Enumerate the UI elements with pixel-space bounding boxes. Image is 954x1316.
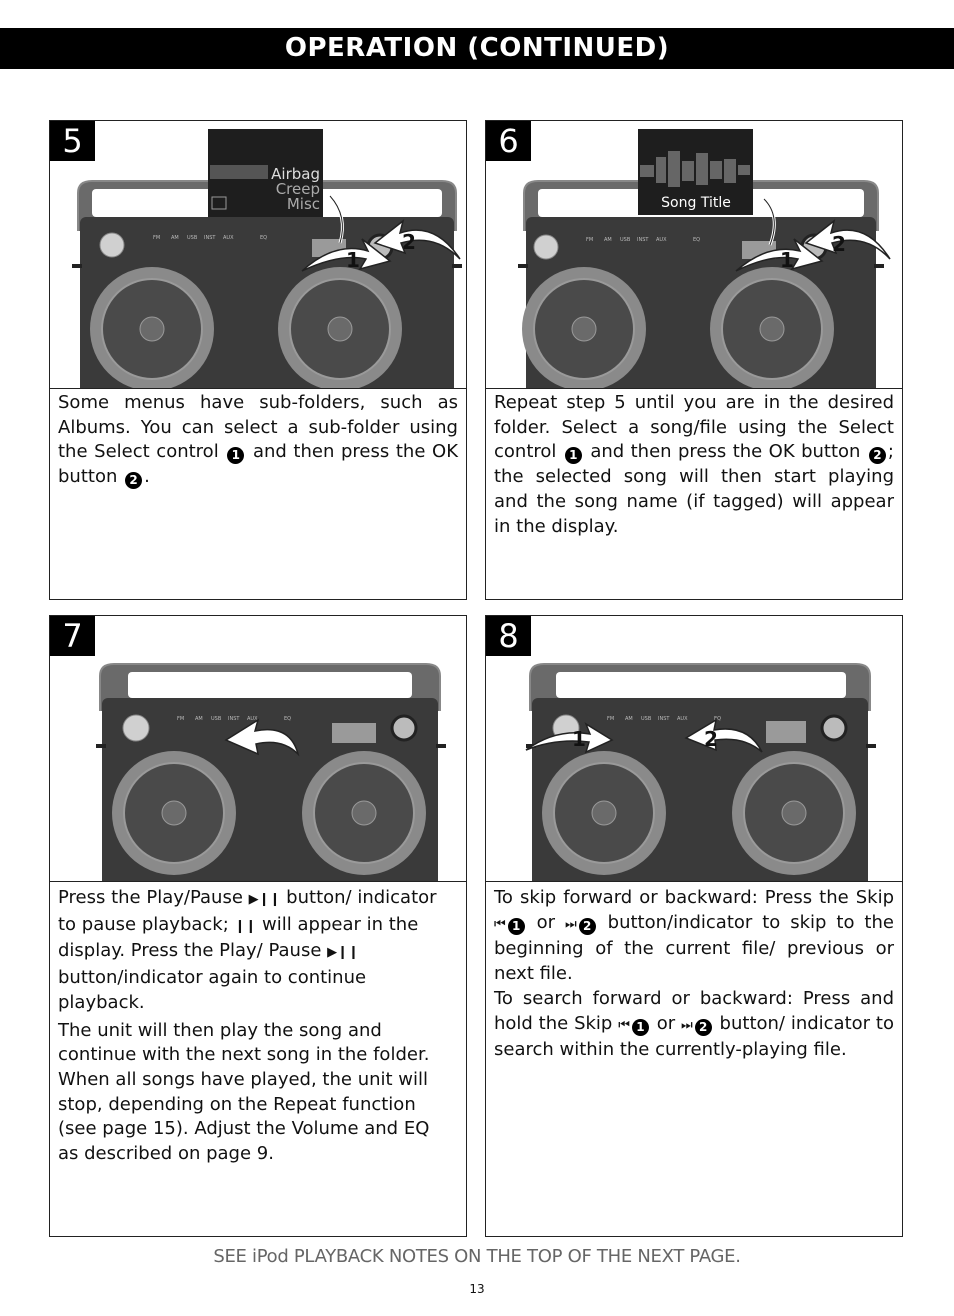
circled-number-1: 1: [227, 447, 245, 465]
callout-number: 1: [780, 248, 794, 272]
skip-back-icon: ⏮: [494, 916, 506, 932]
step-8-illustration: 8 FM AM USB INST AUX EQ: [486, 616, 902, 882]
step-number: 8: [486, 616, 531, 656]
device-label: INST: [228, 716, 240, 722]
step-5-text: Some menus have sub-folders, such as Alb…: [58, 392, 458, 490]
pause-icon: ❙❙: [234, 918, 257, 934]
skip-forward-icon: ⏭: [565, 916, 577, 932]
arrow-icon: [525, 722, 614, 754]
skip-back-icon: ⏮: [618, 1017, 630, 1033]
device-label: EQ: [284, 716, 291, 722]
step-number: 6: [486, 121, 531, 161]
step-7-text: Press the Play/Pause ▶❙❙ button/ indicat…: [58, 887, 437, 1165]
step-5-panel: 5 FM AM USB INST AUX EQ: [49, 120, 467, 600]
device-label: INST: [204, 235, 216, 241]
page-title: OPERATION (CONTINUED): [284, 33, 670, 63]
device-label: FM: [177, 716, 184, 722]
arrow-icon: [373, 219, 461, 260]
callout-number: 2: [704, 727, 718, 751]
device-label: EQ: [714, 716, 721, 722]
play-pause-icon: ▶❙❙: [248, 892, 281, 907]
device-label: FM: [586, 237, 593, 243]
device-label: AM: [195, 716, 203, 722]
arrow-icon: [301, 238, 392, 272]
arrow-icon: [224, 718, 300, 757]
display-folder-item: Creep: [276, 180, 320, 198]
callout-number: 1: [572, 727, 586, 751]
display-folder-item: Misc: [287, 195, 320, 213]
device-label: INST: [658, 716, 670, 722]
device-label: USB: [641, 716, 652, 722]
boombox-illustration: FM AM USB INST AUX EQ: [96, 663, 446, 881]
circled-number-2: 2: [578, 917, 596, 935]
circled-number-2: 2: [868, 447, 886, 465]
device-label: USB: [187, 235, 198, 241]
circled-number-1: 1: [507, 917, 525, 935]
section-header: OPERATION (CONTINUED): [0, 28, 954, 69]
step-8-text: To skip forward or backward: Press the S…: [494, 887, 894, 1061]
boombox-illustration: FM AM USB INST AUX EQ Song Title: [518, 129, 891, 388]
step-6-panel: 6 FM AM USB INST AUX EQ: [485, 120, 903, 600]
circled-number-2: 2: [125, 472, 143, 490]
device-label: EQ: [260, 235, 267, 241]
step-7-panel: 7 FM AM USB INST AUX EQ: [49, 615, 467, 1237]
arrow-icon: [735, 238, 824, 272]
step-6-illustration: 6 FM AM USB INST AUX EQ: [486, 121, 902, 389]
step-number: 7: [50, 616, 95, 656]
display-song-title: Song Title: [661, 195, 731, 211]
boombox-illustration: FM AM USB INST AUX EQ Airbag Creep: [72, 129, 462, 388]
boombox-illustration: FM AM USB INST AUX EQ 1 2: [525, 663, 876, 881]
skip-forward-icon: ⏭: [681, 1017, 693, 1033]
device-label: FM: [607, 716, 614, 722]
ipod-playback-note: SEE iPod PLAYBACK NOTES ON THE TOP OF TH…: [213, 1246, 741, 1267]
step-7-illustration: 7 FM AM USB INST AUX EQ: [50, 616, 466, 882]
device-label: AM: [171, 235, 179, 241]
arrow-icon: [804, 219, 891, 260]
step-number: 5: [50, 121, 95, 161]
device-label: EQ: [693, 237, 700, 243]
device-label: AUX: [677, 716, 688, 722]
device-label: AUX: [247, 716, 258, 722]
device-label: AM: [625, 716, 633, 722]
device-label: FM: [153, 235, 160, 241]
device-label: USB: [620, 237, 631, 243]
play-pause-icon: ▶❙❙: [327, 945, 359, 961]
arrow-icon: [684, 718, 763, 753]
device-label: USB: [211, 716, 222, 722]
display-folder-item: Airbag: [271, 165, 320, 183]
step-5-illustration: 5 FM AM USB INST AUX EQ: [50, 121, 466, 389]
page-number: 13: [469, 1282, 485, 1296]
callout-number: 1: [346, 248, 360, 272]
callout-number: 2: [402, 230, 416, 254]
step-6-text: Repeat step 5 until you are in the desir…: [494, 392, 894, 537]
circled-number-1: 1: [564, 447, 582, 465]
device-label: AUX: [656, 237, 667, 243]
step-8-panel: 8 FM AM USB INST AUX EQ: [485, 615, 903, 1237]
circled-number-1: 1: [631, 1018, 649, 1036]
device-label: AUX: [223, 235, 234, 241]
circled-number-2: 2: [694, 1018, 712, 1036]
device-label: INST: [637, 237, 649, 243]
device-label: AM: [604, 237, 612, 243]
callout-number: 2: [832, 232, 846, 256]
